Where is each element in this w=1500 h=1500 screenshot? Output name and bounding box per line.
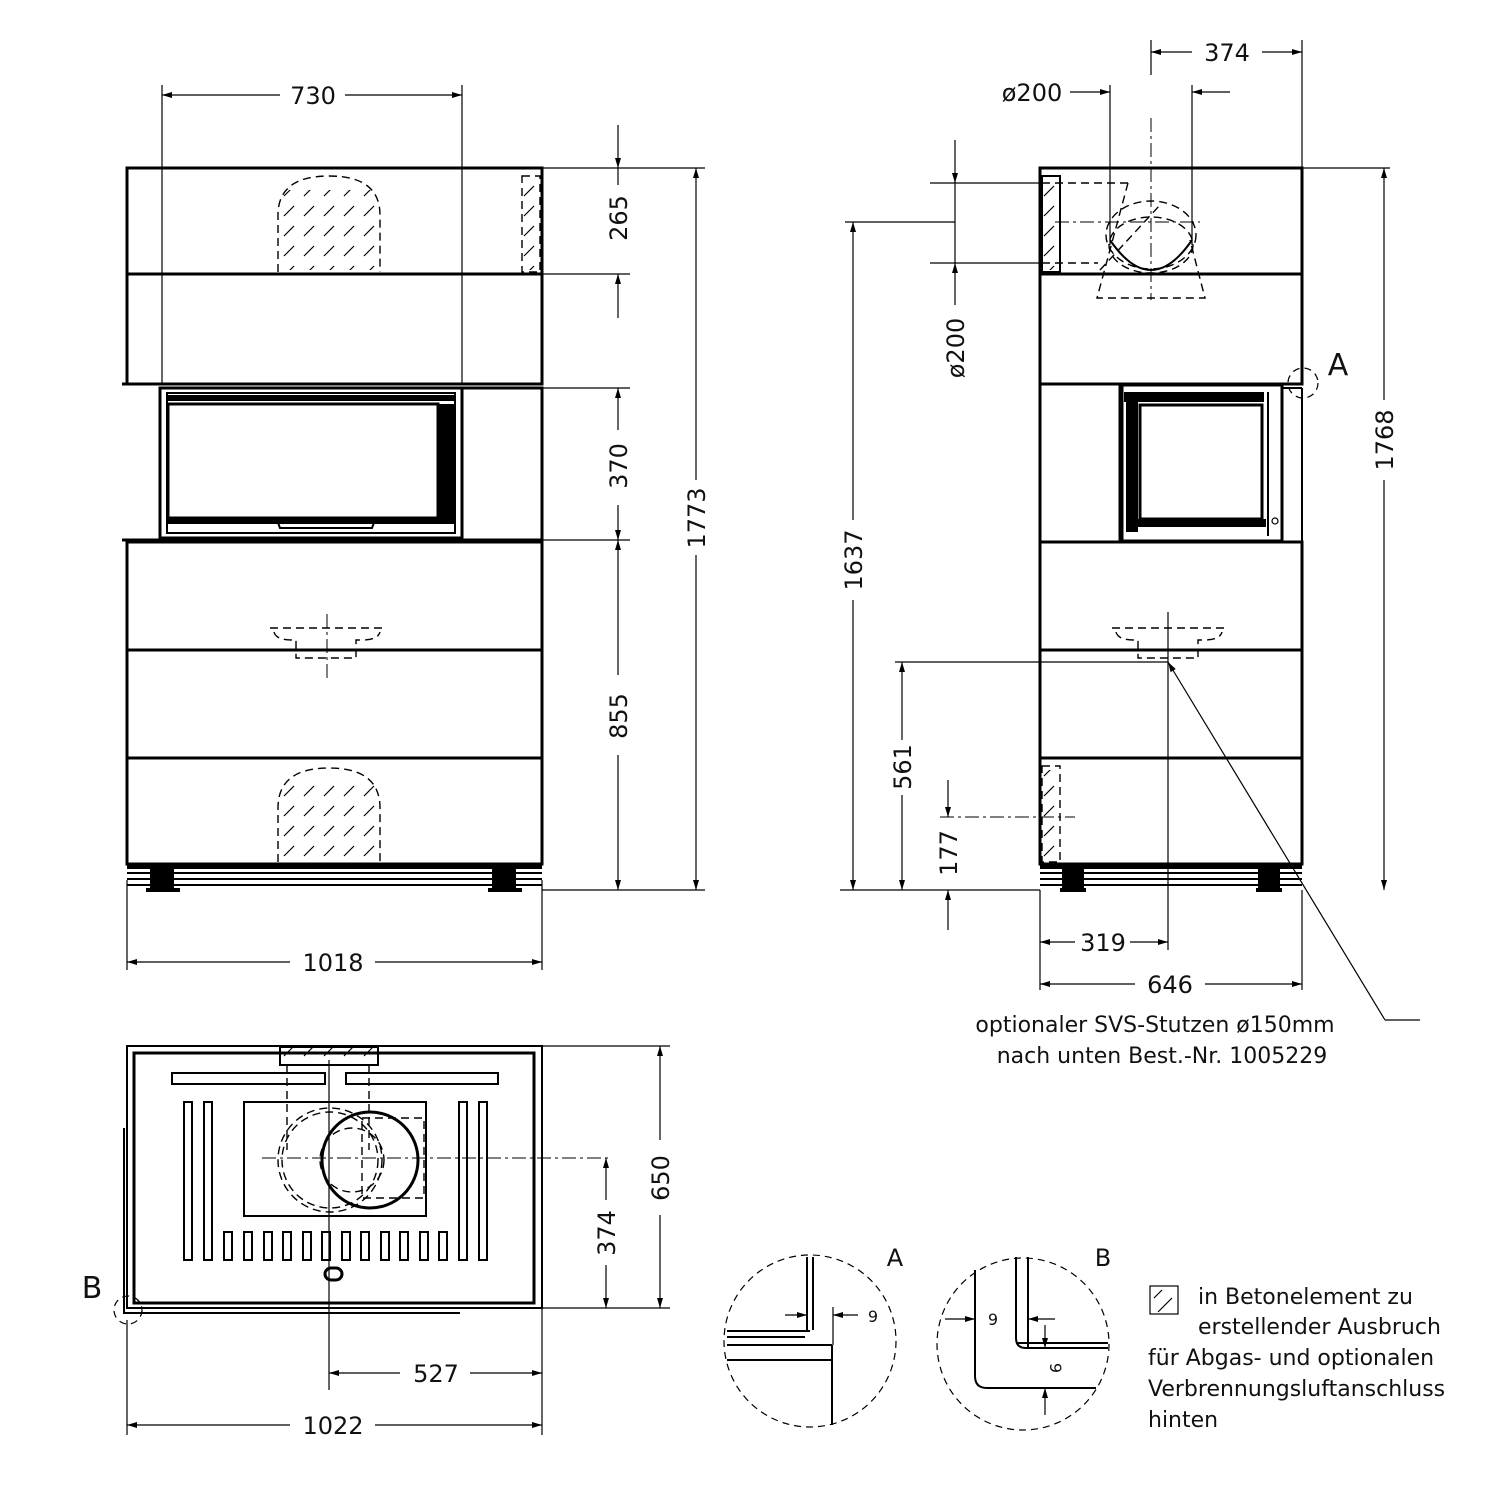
side-svs-outline bbox=[1112, 627, 1226, 659]
side-view: A bbox=[940, 118, 1420, 1021]
side-flue-outline bbox=[1041, 118, 1206, 300]
detail-b-dimension-v: 9 bbox=[1046, 1363, 1065, 1373]
front-top-right-cutout bbox=[521, 175, 541, 273]
dim-height-firebox: 370 bbox=[605, 443, 633, 489]
dim-svs-height: 561 bbox=[889, 744, 917, 790]
front-second-block bbox=[125, 272, 544, 386]
side-plinth bbox=[1040, 864, 1302, 892]
top-plate bbox=[132, 1051, 536, 1305]
legend-line4: Verbrennungsluftanschluss bbox=[1148, 1377, 1445, 1402]
dim-width-top: 730 bbox=[290, 82, 336, 110]
legend: in Betonelement zu erstellender Ausbruch… bbox=[1148, 1285, 1445, 1433]
front-firebox-grate bbox=[275, 519, 377, 529]
dim-height-total: 1773 bbox=[683, 487, 711, 548]
svs-callout-line2: nach unten Best.-Nr. 1005229 bbox=[997, 1044, 1328, 1069]
dim-offset-top: 374 bbox=[1204, 39, 1250, 67]
svs-callout-line1: optionaler SVS-Stutzen ø150mm bbox=[975, 1013, 1334, 1038]
dim-side-height-total: 1768 bbox=[1371, 409, 1399, 470]
front-dimensions: 730 1018 265 370 855 1773 bbox=[127, 82, 711, 977]
detail-a-dimension: 9 bbox=[868, 1307, 878, 1326]
legend-line5: hinten bbox=[1148, 1408, 1218, 1433]
front-lower-block-2 bbox=[125, 648, 544, 760]
front-plinth bbox=[127, 864, 542, 892]
dim-width-total: 1018 bbox=[302, 949, 363, 977]
detail-b-dimension-h: 9 bbox=[988, 1310, 998, 1329]
top-view: B bbox=[82, 1045, 610, 1390]
dim-flue-diameter-top: ø200 bbox=[1002, 79, 1063, 107]
legend-line3: für Abgas- und optionalen bbox=[1148, 1346, 1434, 1371]
top-detail-b-marker bbox=[113, 1295, 143, 1325]
detail-b-label: B bbox=[1095, 1244, 1111, 1272]
legend-line1: in Betonelement zu bbox=[1198, 1285, 1413, 1310]
dim-svs-depth: 319 bbox=[1080, 929, 1126, 957]
top-control-knob bbox=[323, 1266, 344, 1282]
dim-flue-diameter-rear: ø200 bbox=[942, 318, 970, 379]
side-detail-a-label: A bbox=[1328, 348, 1349, 383]
front-view bbox=[122, 85, 544, 970]
detail-a-label: A bbox=[887, 1244, 904, 1272]
dim-top-depth-center: 374 bbox=[593, 1210, 621, 1256]
dim-air-height: 177 bbox=[935, 830, 963, 876]
top-dimensions: 650 374 527 1022 bbox=[126, 1045, 675, 1440]
dim-top-depth-total: 650 bbox=[647, 1155, 675, 1201]
detail-b: B 9 9 bbox=[936, 1244, 1111, 1431]
svs-leader-line bbox=[1167, 661, 1386, 1021]
dim-top-width-center: 527 bbox=[413, 1360, 459, 1388]
legend-line2: erstellender Ausbruch bbox=[1198, 1315, 1441, 1340]
front-bottom-cutout-arch bbox=[277, 767, 381, 862]
dim-top-width-total: 1022 bbox=[302, 1412, 363, 1440]
dim-flue-center-height: 1637 bbox=[840, 529, 868, 590]
side-dimensions: 374 ø200 1768 ø200 1637 561 177 319 bbox=[840, 39, 1399, 1069]
hatched-square-icon bbox=[1149, 1285, 1179, 1315]
front-lower-block-1 bbox=[125, 540, 544, 652]
dim-height-top-block: 265 bbox=[605, 195, 633, 241]
dim-height-lower: 855 bbox=[605, 693, 633, 739]
front-top-cutout-arch bbox=[277, 175, 381, 272]
detail-a: A 9 bbox=[723, 1244, 904, 1428]
top-flue-circle bbox=[320, 1110, 420, 1210]
side-detail-a-marker bbox=[1287, 367, 1319, 399]
top-detail-b-label: B bbox=[82, 1271, 103, 1306]
dim-side-depth-total: 646 bbox=[1147, 971, 1193, 999]
top-flue-plate bbox=[243, 1101, 427, 1217]
top-vent-slots bbox=[223, 1231, 448, 1261]
